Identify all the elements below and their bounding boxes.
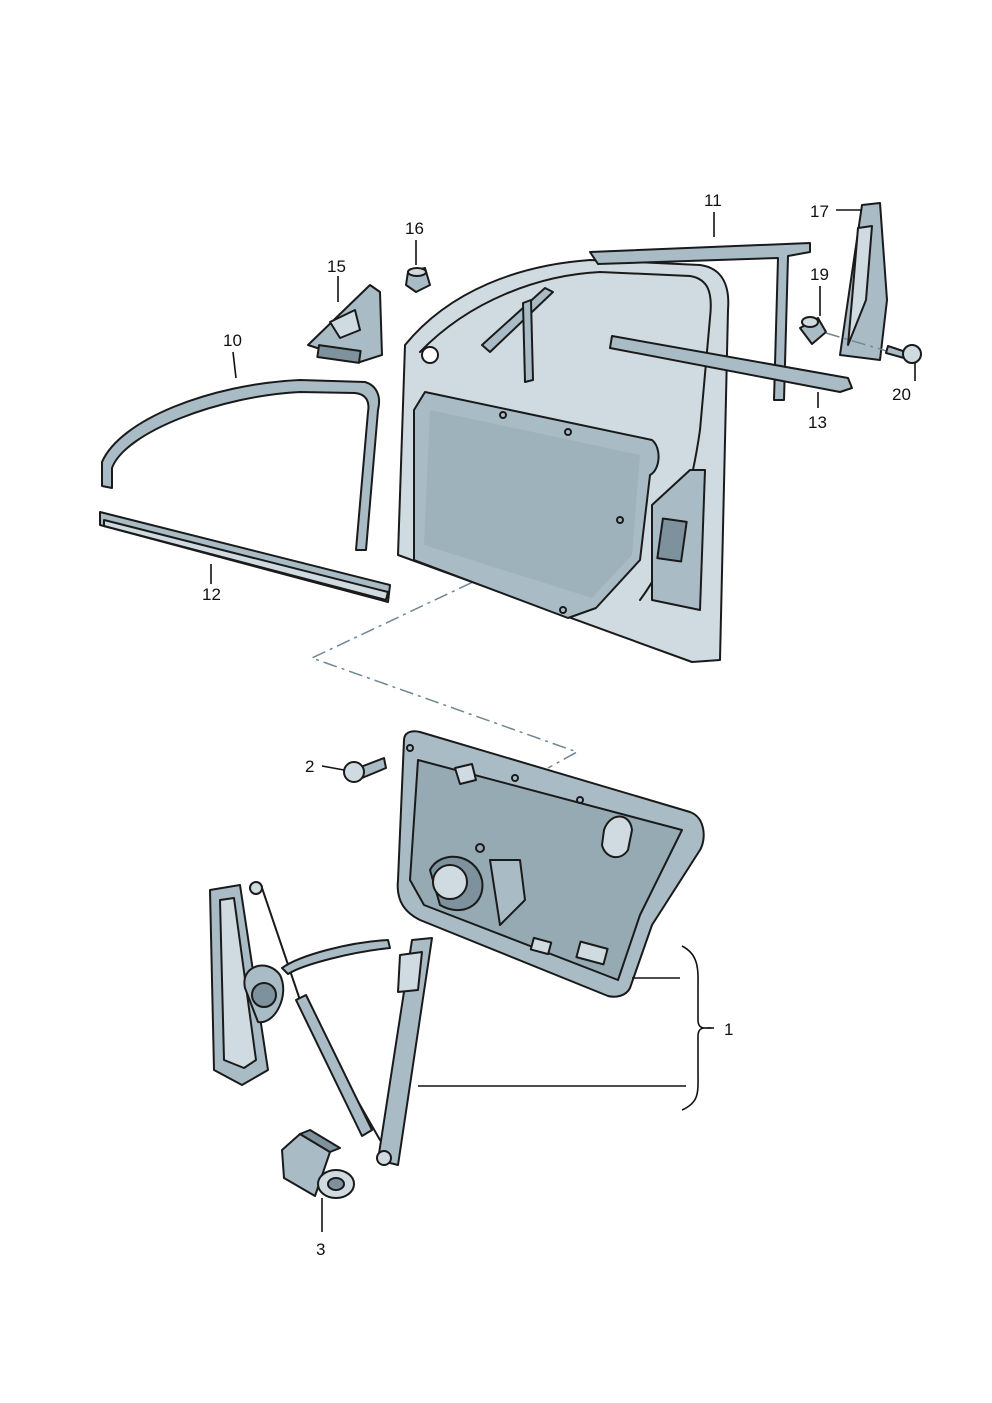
callout-2: 2 [305, 757, 314, 776]
window-regulator [209, 881, 433, 1166]
part-19-expanding-clip [799, 316, 827, 345]
part-11-window-channel [589, 242, 811, 401]
part-13-outer-seal [609, 335, 853, 393]
part-20-screw [885, 344, 922, 364]
assembly-dash-line [310, 547, 579, 769]
part-10-window-seal [101, 379, 381, 551]
part-16-clip-nut [405, 267, 431, 293]
callout-12: 12 [202, 585, 221, 604]
callout-3: 3 [316, 1240, 325, 1259]
callout-17: 17 [810, 202, 829, 221]
callout-19: 19 [810, 265, 829, 284]
door-shell [397, 259, 730, 663]
callout-11: 11 [704, 191, 722, 210]
callout-1: 1 [724, 1020, 733, 1039]
clip-dash-line [825, 332, 891, 353]
part-17-pillar-trim [839, 202, 888, 361]
part-3-window-motor [281, 1129, 355, 1199]
callout-16: 16 [405, 219, 424, 238]
callout-20: 20 [892, 385, 911, 404]
callout-15: 15 [327, 257, 346, 276]
leader-lines [210, 209, 916, 1232]
part-2-bolt [343, 757, 387, 783]
door-module-carrier [396, 730, 705, 998]
callout-13: 13 [808, 413, 827, 432]
part-15-mirror-cover [307, 284, 383, 364]
part-12-inner-waist-strip [99, 511, 391, 603]
window-guide-vertical [522, 299, 534, 383]
callout-10: 10 [223, 331, 242, 350]
